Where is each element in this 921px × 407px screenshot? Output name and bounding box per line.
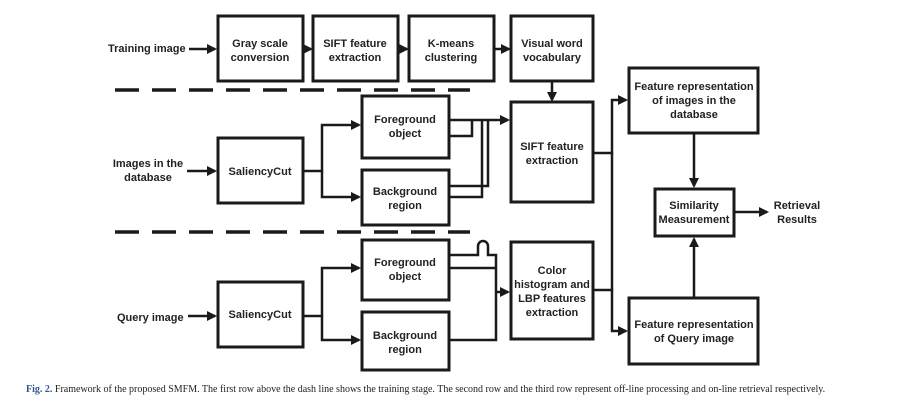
sift-feature-extraction-training-box: SIFT feature extraction: [311, 14, 400, 83]
svg-text:Background: Background: [373, 330, 437, 342]
arrow-saliency-to-foreground-db: [303, 120, 361, 173]
svg-text:Measurement: Measurement: [659, 214, 730, 226]
arrow-sift-to-feat-db: [593, 95, 628, 155]
background-region-query-box: Background region: [360, 310, 451, 372]
svg-text:SIFT feature: SIFT feature: [323, 38, 387, 50]
background-region-database-box: Background region: [360, 168, 451, 227]
feature-representation-database-box: Feature representation of images in the …: [627, 66, 760, 135]
query-image-label: Query image: [117, 312, 184, 324]
saliencycut-query-box: SaliencyCut: [216, 280, 305, 349]
gray-scale-conversion-box: Gray scale conversion: [216, 14, 305, 83]
database-images-label-line2: database: [124, 172, 172, 184]
line-background-db-up: [449, 120, 484, 199]
svg-text:extraction: extraction: [526, 155, 579, 167]
line-foreground-q-right: [486, 246, 498, 292]
arrow-saliency-to-background-q: [320, 316, 361, 345]
line-foreground-q-hop: [449, 246, 480, 257]
svg-text:Foreground: Foreground: [374, 114, 436, 126]
figure-caption: Fig. 2. Framework of the proposed SMFM. …: [26, 383, 916, 397]
svg-text:Background: Background: [373, 186, 437, 198]
svg-text:of images in the: of images in the: [652, 95, 736, 107]
similarity-measurement-box: Similarity Measurement: [653, 187, 736, 238]
foreground-object-query-box: Foreground object: [360, 238, 451, 302]
svg-text:Feature representation: Feature representation: [634, 81, 753, 93]
svg-text:Gray scale: Gray scale: [232, 38, 288, 50]
svg-text:conversion: conversion: [231, 52, 290, 64]
svg-text:Feature representation: Feature representation: [634, 319, 753, 331]
figure-number: Fig. 2.: [26, 384, 53, 395]
feature-representation-query-box: Feature representation of Query image: [627, 296, 760, 366]
arrow-color-to-feat-q: [593, 288, 628, 336]
connector-arrows: [187, 44, 769, 345]
figure-caption-text: Framework of the proposed SMFM. The firs…: [54, 384, 826, 395]
line-foreground-db-merge: [449, 120, 474, 138]
svg-text:SaliencyCut: SaliencyCut: [229, 166, 292, 178]
training-image-label: Training image: [108, 43, 186, 55]
svg-text:K-means: K-means: [428, 38, 474, 50]
svg-text:Visual word: Visual word: [521, 38, 583, 50]
svg-text:SIFT feature: SIFT feature: [520, 141, 584, 153]
svg-text:object: object: [389, 271, 422, 283]
svg-text:extraction: extraction: [329, 52, 382, 64]
svg-text:region: region: [388, 344, 422, 356]
retrieval-results-label-line2: Results: [777, 214, 817, 226]
sift-feature-extraction-database-box: SIFT feature extraction: [509, 100, 595, 204]
line-background-db-merge: [449, 120, 490, 188]
svg-text:LBP features: LBP features: [518, 293, 586, 305]
svg-text:database: database: [670, 109, 718, 121]
database-images-label-line1: Images in the: [113, 158, 183, 170]
svg-text:Foreground: Foreground: [374, 257, 436, 269]
svg-text:Color: Color: [538, 265, 567, 277]
svg-text:SaliencyCut: SaliencyCut: [229, 309, 292, 321]
svg-text:clustering: clustering: [425, 52, 478, 64]
foreground-object-database-box: Foreground object: [360, 94, 451, 160]
svg-text:of Query image: of Query image: [654, 333, 734, 345]
arrow-saliency-to-background-db: [320, 171, 361, 202]
svg-text:region: region: [388, 200, 422, 212]
arrow-saliency-to-foreground-q: [303, 263, 361, 318]
svg-text:object: object: [389, 128, 422, 140]
line-foreground-q-crossover: [476, 239, 490, 247]
svg-text:histogram and: histogram and: [514, 279, 590, 291]
visual-word-vocabulary-box: Visual word vocabulary: [509, 14, 595, 83]
line-background-q-merge: [449, 292, 498, 342]
svg-text:vocabulary: vocabulary: [523, 52, 582, 64]
kmeans-clustering-box: K-means clustering: [407, 14, 496, 83]
svg-text:extraction: extraction: [526, 307, 579, 319]
saliencycut-database-box: SaliencyCut: [216, 136, 305, 205]
svg-text:Similarity: Similarity: [669, 200, 719, 212]
retrieval-results-label-line1: Retrieval: [774, 200, 820, 212]
color-histogram-lbp-extraction-box: Color histogram and LBP features extract…: [509, 240, 595, 341]
